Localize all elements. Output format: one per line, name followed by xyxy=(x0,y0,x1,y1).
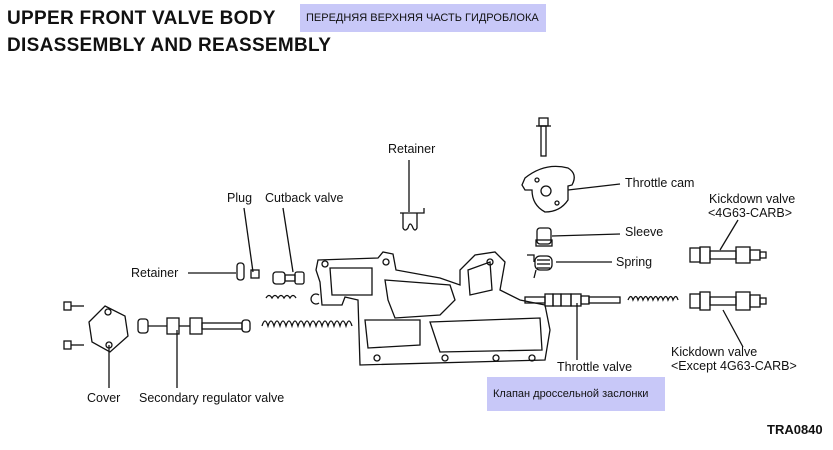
sleeve-part xyxy=(535,227,553,247)
label-plug: Plug xyxy=(227,191,253,205)
label-secondary-regulator-valve: Secondary regulator valve xyxy=(139,391,285,405)
leader-kickdown-except xyxy=(722,309,744,348)
retainer-left-part xyxy=(236,262,245,281)
cover-part xyxy=(88,305,129,353)
small-spring-part xyxy=(265,294,297,300)
label-throttle-cam: Throttle cam xyxy=(625,176,695,190)
label-throttle-valve: Throttle valve xyxy=(557,360,633,374)
label-kickdown-carb-1: Kickdown valve xyxy=(709,192,796,206)
leader-kickdown-carb xyxy=(719,219,739,251)
kickdown-valve-carb-part xyxy=(689,246,767,264)
throttle-cam-part xyxy=(521,165,575,213)
figure-code: TRA0840 xyxy=(767,422,823,437)
valve-body-part xyxy=(315,251,551,366)
cam-bolt-part xyxy=(536,117,551,157)
leader-plug xyxy=(243,207,254,273)
torsion-spring-part xyxy=(527,254,553,279)
c-clip-part xyxy=(310,293,320,305)
label-retainer-top: Retainer xyxy=(388,142,436,156)
secondary-regulator-valve-part xyxy=(137,317,251,335)
leader-cutback-valve xyxy=(282,207,294,273)
title-line-1: UPPER FRONT VALVE BODY xyxy=(7,8,276,29)
kickdown-spring-part xyxy=(627,295,679,302)
retainer-top-part xyxy=(400,208,425,231)
label-spring: Spring xyxy=(616,255,653,269)
translation-title-badge: ПЕРЕДНЯЯ ВЕРХНЯЯ ЧАСТЬ ГИДРОБЛОКА xyxy=(300,4,546,32)
leader-sleeve xyxy=(551,233,621,237)
bolt-lower xyxy=(63,340,84,350)
large-spring-part xyxy=(261,320,353,329)
label-cover: Cover xyxy=(87,391,121,405)
label-kickdown-except-2: <Except 4G63-CARB> xyxy=(671,359,797,373)
label-sleeve: Sleeve xyxy=(625,225,664,239)
cutback-valve-part xyxy=(272,271,305,285)
title-line-2: DISASSEMBLY AND REASSEMBLY xyxy=(7,35,332,56)
label-kickdown-except-1: Kickdown valve xyxy=(671,345,758,359)
leader-throttle-cam xyxy=(567,183,621,191)
label-cutback-valve: Cutback valve xyxy=(265,191,344,205)
kickdown-valve-except-part xyxy=(689,291,767,311)
bolt-upper xyxy=(63,301,84,311)
translation-throttle-valve-badge: Клапан дроссельной заслонки xyxy=(487,377,665,411)
throttle-valve-part xyxy=(524,293,621,307)
label-retainer-left: Retainer xyxy=(131,266,179,280)
label-kickdown-carb-2: <4G63-CARB> xyxy=(708,206,793,220)
plug-part xyxy=(250,269,260,279)
